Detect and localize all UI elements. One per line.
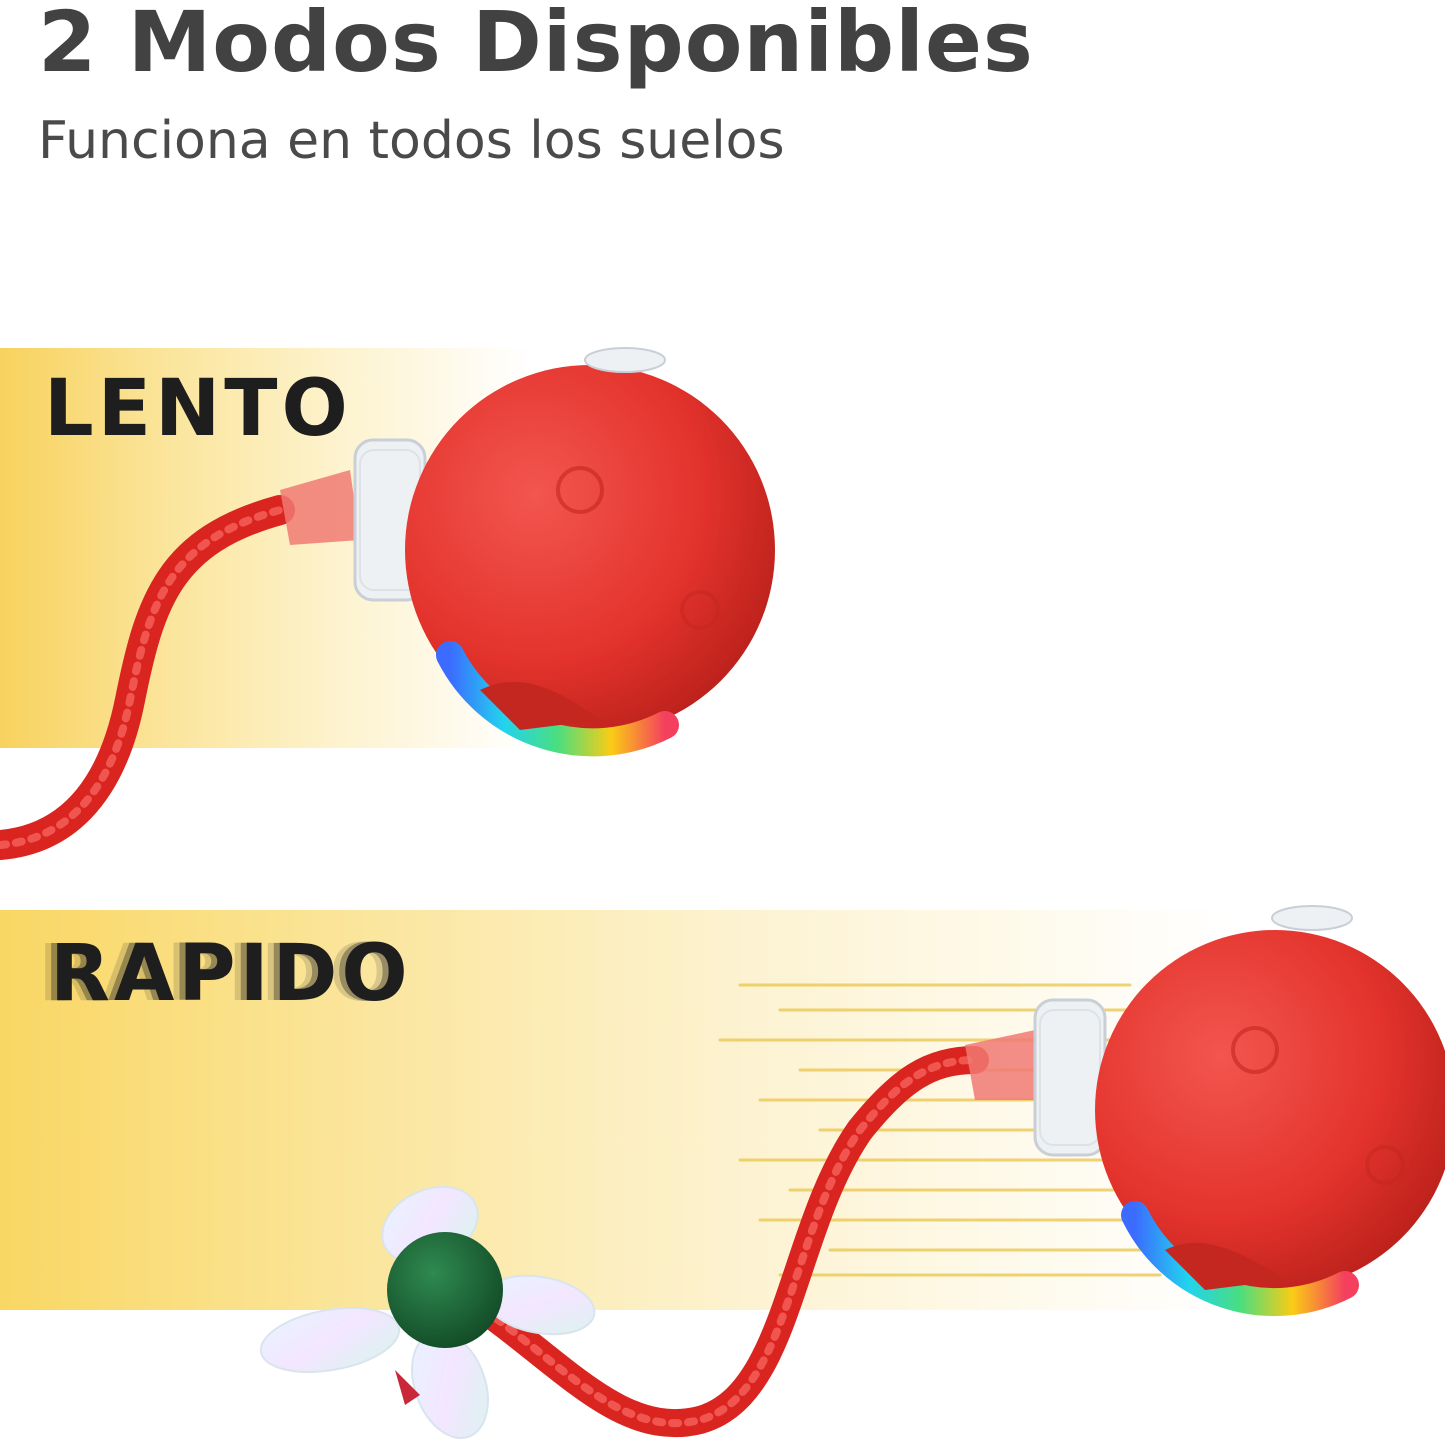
feather-pompom-icon [259,1185,596,1440]
rope-slow [0,495,295,860]
red-ball-slow-icon [405,347,775,757]
mode-label-fast: RAPIDO [50,929,412,1019]
page-title: 2 Modos Disponibles [38,0,1034,91]
red-ball-fast-icon [1095,905,1445,1317]
ball-connector-slow [280,438,427,602]
page-subtitle: Funciona en todos los suelos [38,111,785,171]
mode-label-slow: LENTO [44,364,352,454]
rope-fast [456,1046,989,1438]
ball-connector-fast [965,998,1107,1157]
